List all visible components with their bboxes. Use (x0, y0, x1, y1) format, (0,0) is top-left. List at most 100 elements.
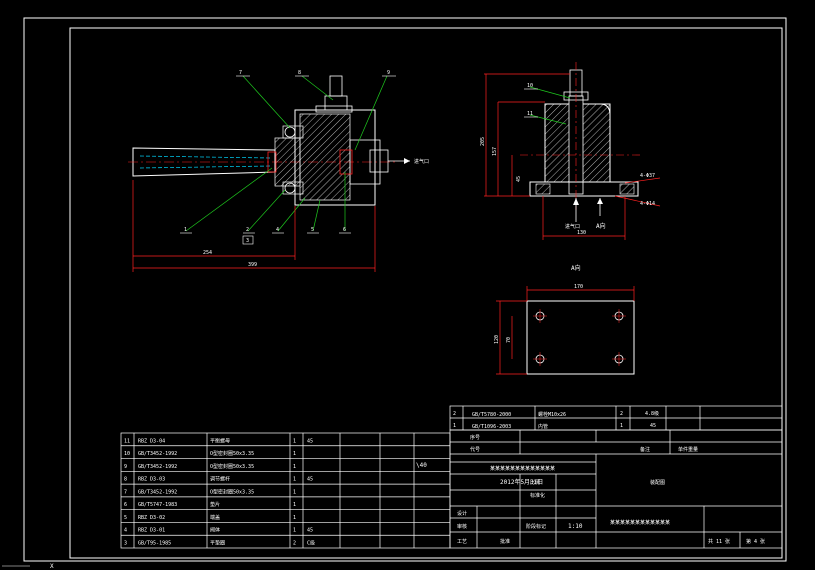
parts-lower-no: 6 (124, 502, 127, 508)
svg-text:螺栓M10x26: 螺栓M10x26 (538, 411, 566, 418)
tb-label-review: 审核 (457, 523, 467, 530)
svg-text:45: 45 (650, 423, 656, 429)
view-a-plate (526, 300, 635, 375)
parts-lower-no: 3 (124, 541, 127, 547)
svg-text:1: 1 (453, 423, 456, 429)
dim-205: 205 (480, 137, 486, 146)
parts-lower-code: GB/T3452-1992 (138, 451, 177, 457)
tb-label-standard: 标准化 (530, 492, 545, 499)
parts-lower-code: GB/T5747-1983 (138, 502, 177, 508)
front-side-note: 进气口 (414, 158, 429, 165)
parts-lower-qty: 1 (293, 464, 296, 470)
parts-lower-name: 阀体 (210, 527, 220, 534)
parts-lower-no: 5 (124, 515, 127, 521)
balloon-6: 6 (343, 227, 346, 233)
parts-lower-row: 10 GB/T3452-1992 O型密封圈50x3.35 1 (121, 450, 450, 459)
dim-4-phi37: 4-Φ37 (640, 173, 655, 179)
parts-lower-qty: 1 (293, 451, 296, 457)
svg-text:4.8级: 4.8级 (645, 410, 659, 417)
balloon-5: 5 (311, 227, 314, 233)
parts-lower-no: 7 (124, 489, 127, 495)
tb-header-left: 序号 (470, 434, 480, 441)
tb-date: 2012年5月31日 (500, 478, 543, 486)
parts-lower-no: 8 (124, 477, 127, 483)
parts-lower-mat: C级 (307, 540, 315, 547)
parts-lower-name: O型密封圈50x3.35 (210, 450, 254, 457)
parts-lower-name: O型密封圈50x3.35 (210, 463, 254, 470)
balloon-10: 10 (527, 83, 533, 89)
sheet-inner-frame (69, 27, 783, 559)
dim-120: 120 (494, 335, 500, 344)
tb-sheet-total: 共 11 张 (708, 538, 730, 545)
parts-lower-no: 9 (124, 464, 127, 470)
tb-label-design: 设计 (457, 510, 467, 517)
parts-lower-code: GB/T3452-1992 (138, 464, 177, 470)
parts-lower-qty: 1 (293, 489, 296, 495)
parts-lower-qty: 1 (293, 528, 296, 534)
parts-upper-row-0: 2 GB/T5780-2000 螺栓M10x26 2 4.8级 (453, 410, 659, 418)
parts-lower-code: GB/T3452-1992 (138, 489, 177, 495)
tb-label-approve: 批准 (500, 538, 510, 545)
svg-text:2: 2 (453, 411, 456, 417)
dim-170: 170 (574, 284, 583, 290)
tb-label-stage: 阶段标记 (526, 523, 546, 530)
balloon-7: 7 (239, 70, 242, 76)
parts-lower-no: 11 (124, 438, 130, 444)
balloon-8: 8 (298, 70, 301, 76)
sheet-outer-frame (23, 17, 787, 562)
parts-lower-no: 4 (124, 528, 127, 534)
parts-lower-code: RBZ D3-02 (138, 515, 165, 521)
svg-text:GB/T5780-2000: GB/T5780-2000 (472, 412, 511, 418)
front-view: 进气口 7 8 9 1 2 3 4 5 6 254 39 (128, 70, 429, 272)
svg-text:GB/T1096-2003: GB/T1096-2003 (472, 424, 511, 430)
dim-399: 399 (248, 262, 257, 268)
tb-label-scale: 比例 (530, 479, 540, 486)
parts-upper-row-1: 1 GB/T1096-2003 内管 1 45 (453, 423, 656, 430)
parts-lower-code: RBZ D3-01 (138, 528, 165, 534)
tb-company-line: 某某某某某某某某某某某某某 (490, 466, 555, 472)
dim-130: 130 (577, 230, 586, 236)
parts-lower-no: 10 (124, 451, 130, 457)
tb-header-right2: 单件重量 (678, 446, 698, 453)
parts-lower-mat: 45 (307, 438, 313, 444)
svg-text:1: 1 (620, 423, 623, 429)
parts-lower-mat: 45 (307, 477, 313, 483)
balloon-1: 1 (184, 227, 187, 233)
parts-lower-name: O型密封圈50x3.35 (210, 488, 254, 495)
parts-lower-name: 调节螺杆 (210, 476, 230, 483)
side-view-arrow-label: A向 (596, 222, 606, 230)
parts-mark: \40 (416, 462, 427, 469)
parts-lower-row: 7 GB/T3452-1992 O型密封圈50x3.35 1 (121, 488, 450, 498)
parts-lower-qty: 1 (293, 515, 296, 521)
tb-label-process: 工艺 (457, 539, 467, 545)
parts-list-lower (120, 432, 451, 549)
balloon-11: 11 (527, 111, 533, 117)
tb-drawing-name: 某某某某某某某某某某某某 (610, 520, 670, 526)
parts-lower-qty: 1 (293, 502, 296, 508)
side-view: 10 11 205 157 45 4-Φ37 4-Φ14 130 进气口 A向 (480, 62, 661, 240)
svg-text:内管: 内管 (538, 423, 548, 430)
parts-lower-qty: 1 (293, 477, 296, 483)
view-a-title: A向 (571, 264, 581, 272)
tb-sheet-no: 第 4 张 (746, 538, 765, 545)
dim-45: 45 (516, 176, 522, 182)
corner-mark: X (50, 563, 54, 570)
dim-157: 157 (492, 147, 498, 156)
title-block (449, 429, 783, 549)
parts-lower-name: 平垫圈 (210, 540, 225, 547)
side-inlet-note: 进气口 (565, 223, 580, 230)
view-a: A向 170 120 70 (494, 264, 635, 375)
balloon-4: 4 (276, 227, 279, 233)
parts-lower-code: RBZ D3-04 (138, 438, 165, 444)
parts-lower-qty: 2 (293, 541, 296, 547)
dim-4-phi14: 4-Φ14 (640, 201, 655, 207)
balloon-3: 3 (246, 238, 249, 244)
svg-text:2: 2 (620, 411, 623, 417)
parts-lower-code: RBZ D3-03 (138, 477, 165, 483)
dim-254: 254 (203, 250, 212, 256)
